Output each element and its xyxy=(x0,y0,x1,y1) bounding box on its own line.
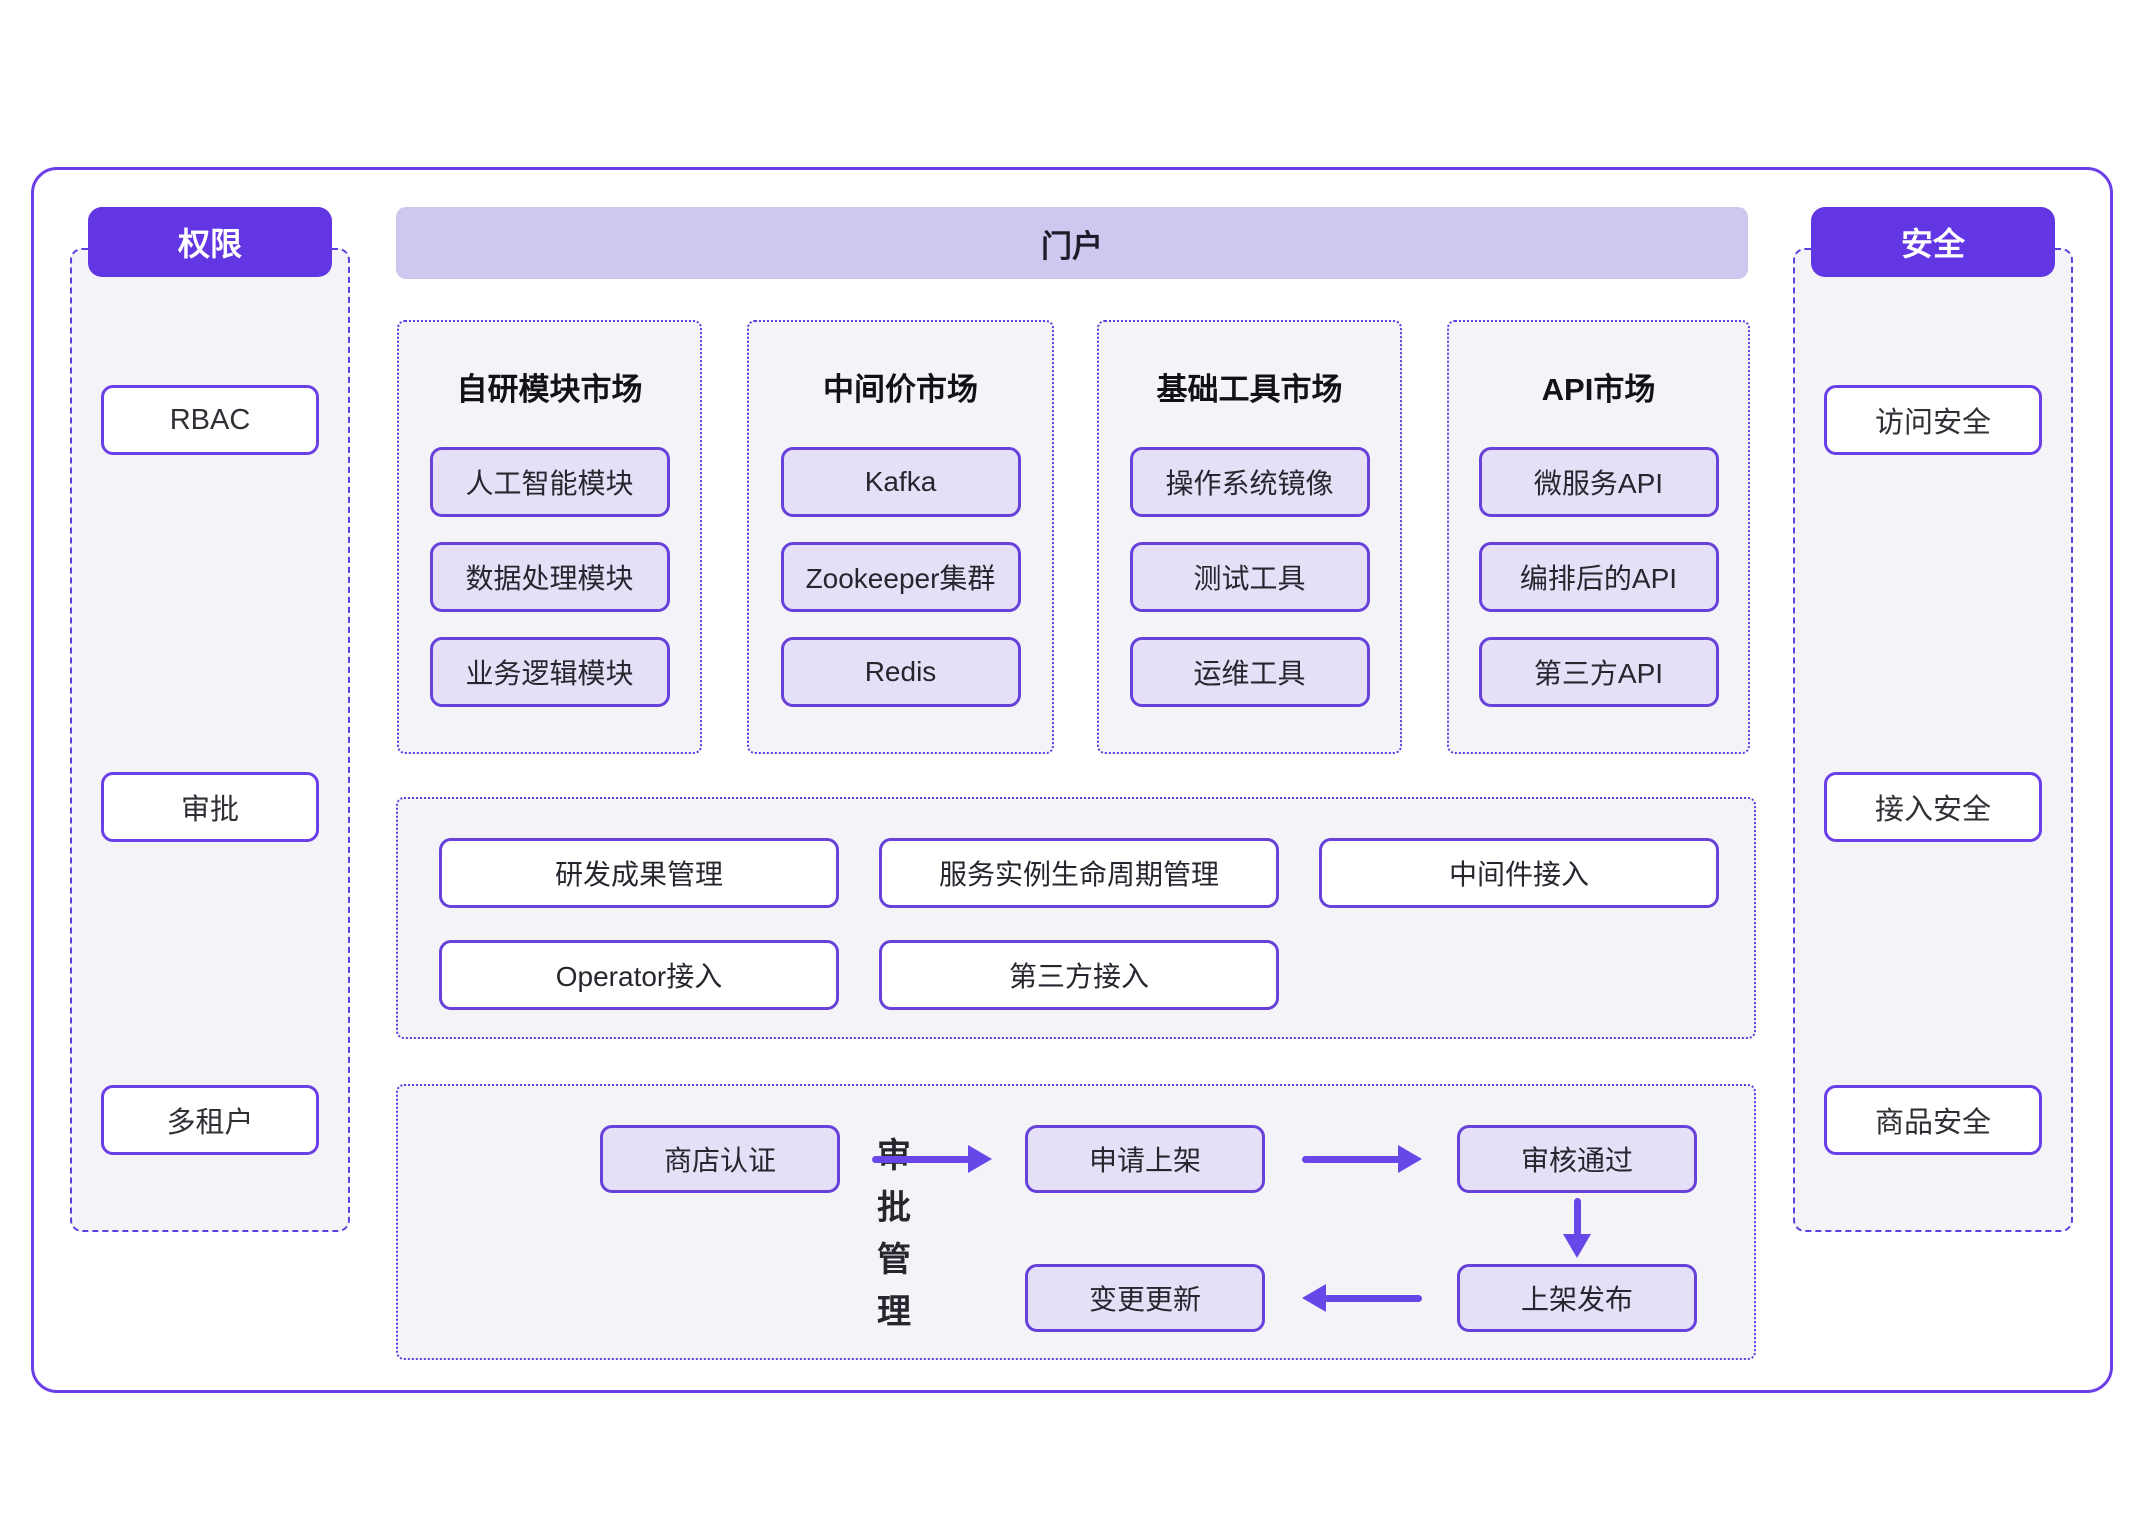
flow-box-change-update: 变更更新 xyxy=(1025,1264,1265,1332)
arrow-down-icon xyxy=(1563,1198,1591,1258)
market-item: 数据处理模块 xyxy=(429,542,670,612)
market-item: Kafka xyxy=(780,447,1021,517)
market-column-self-modules: 自研模块市场 人工智能模块 数据处理模块 业务逻辑模块 xyxy=(397,320,702,754)
flow-box-store-certification: 商店认证 xyxy=(600,1125,840,1193)
market-title: 基础工具市场 xyxy=(1156,372,1343,407)
mgmt-box-operator-access: Operator接入 xyxy=(439,940,839,1010)
permissions-item-multitenant: 多租户 xyxy=(101,1085,319,1155)
portal-header: 门户 xyxy=(396,207,1748,279)
flow-box-review-passed: 审核通过 xyxy=(1457,1125,1697,1193)
security-panel-title: 安全 xyxy=(1811,207,2055,277)
mgmt-box-service-lifecycle: 服务实例生命周期管理 xyxy=(879,838,1279,908)
permissions-item-rbac: RBAC xyxy=(101,385,319,455)
market-item: 编排后的API xyxy=(1478,542,1719,612)
mgmt-box-middleware-access: 中间件接入 xyxy=(1319,838,1719,908)
security-item-goods: 商品安全 xyxy=(1824,1085,2042,1155)
approval-section: 审 批 管 理 商店认证 申请上架 审核通过 变更更新 上架发布 xyxy=(396,1084,1756,1360)
management-section: 研发成果管理 服务实例生命周期管理 中间件接入 Operator接入 第三方接入 xyxy=(396,797,1756,1039)
market-column-middleware: 中间价市场 Kafka Zookeeper集群 Redis xyxy=(747,320,1054,754)
market-item: 运维工具 xyxy=(1129,637,1370,707)
market-column-basic-tools: 基础工具市场 操作系统镜像 测试工具 运维工具 xyxy=(1097,320,1402,754)
market-item: 测试工具 xyxy=(1129,542,1370,612)
arrow-left-icon xyxy=(1302,1284,1422,1312)
flow-box-apply-listing: 申请上架 xyxy=(1025,1125,1265,1193)
arrow-right-icon xyxy=(872,1145,992,1173)
mgmt-box-rd-results: 研发成果管理 xyxy=(439,838,839,908)
market-column-api: API市场 微服务API 编排后的API 第三方API xyxy=(1447,320,1750,754)
market-title: API市场 xyxy=(1541,372,1656,407)
market-item: Zookeeper集群 xyxy=(780,542,1021,612)
market-item: Redis xyxy=(780,637,1021,707)
arrow-right-icon xyxy=(1302,1145,1422,1173)
market-title: 中间价市场 xyxy=(823,372,978,407)
permissions-item-approval: 审批 xyxy=(101,772,319,842)
market-item: 第三方API xyxy=(1478,637,1719,707)
security-item-ingress: 接入安全 xyxy=(1824,772,2042,842)
market-item: 业务逻辑模块 xyxy=(429,637,670,707)
mgmt-box-thirdparty-access: 第三方接入 xyxy=(879,940,1279,1010)
flow-box-publish: 上架发布 xyxy=(1457,1264,1697,1332)
market-item: 操作系统镜像 xyxy=(1129,447,1370,517)
market-item: 人工智能模块 xyxy=(429,447,670,517)
security-item-access: 访问安全 xyxy=(1824,385,2042,455)
market-item: 微服务API xyxy=(1478,447,1719,517)
permissions-panel-title: 权限 xyxy=(88,207,332,277)
market-title: 自研模块市场 xyxy=(456,372,643,407)
